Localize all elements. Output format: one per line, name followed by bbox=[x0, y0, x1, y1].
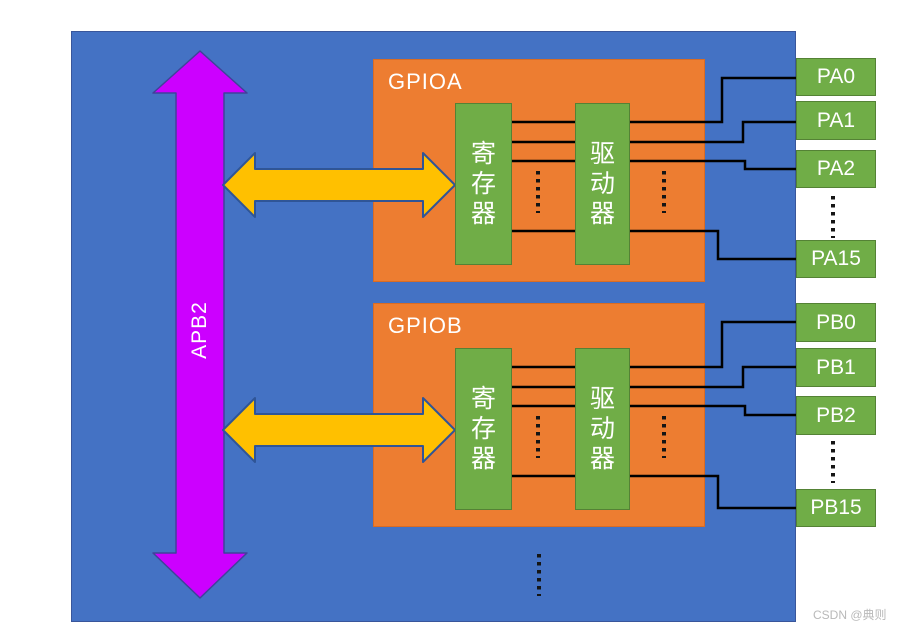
pin-label: PB1 bbox=[816, 355, 856, 379]
pin-label: PA0 bbox=[816, 65, 856, 88]
gpioa-driver-box: 驱动器 bbox=[575, 103, 630, 265]
gpiob-register-box: 寄存器 bbox=[455, 348, 512, 510]
ellipsis-icon bbox=[662, 171, 666, 213]
gpiob-driver-box: 驱动器 bbox=[575, 348, 630, 510]
pin-box-pa2: PA2 bbox=[796, 150, 876, 188]
pin-box-pa0: PA0 bbox=[796, 58, 876, 96]
pin-box-pa1: PA1 bbox=[796, 101, 876, 140]
pin-box-pb1: PB1 bbox=[796, 348, 876, 387]
ellipsis-icon bbox=[536, 416, 540, 458]
ellipsis-icon bbox=[537, 554, 541, 596]
pin-box-pb2: PB2 bbox=[796, 396, 876, 435]
apb2-bus-label: APB2 bbox=[188, 301, 211, 359]
watermark-text: CSDN @典则 bbox=[813, 608, 887, 622]
pin-label: PA2 bbox=[816, 157, 856, 180]
gpioa-register-label: 寄存器 bbox=[470, 140, 496, 228]
pin-box-pb15: PB15 bbox=[796, 489, 876, 527]
pin-label: PB0 bbox=[816, 310, 856, 334]
ellipsis-icon bbox=[662, 416, 666, 458]
gpiob-title: GPIOB bbox=[388, 313, 463, 338]
pin-box-pa15: PA15 bbox=[796, 240, 876, 278]
gpiob-block: GPIOB bbox=[373, 303, 705, 527]
pin-box-pb0: PB0 bbox=[796, 303, 876, 342]
pin-label: PA1 bbox=[816, 108, 856, 132]
pin-label: PB15 bbox=[810, 496, 862, 519]
pin-label: PA15 bbox=[811, 247, 861, 270]
ellipsis-icon bbox=[831, 441, 835, 483]
gpioa-title: GPIOA bbox=[388, 69, 463, 94]
ellipsis-icon bbox=[536, 171, 540, 213]
gpioa-register-box: 寄存器 bbox=[455, 103, 512, 265]
ellipsis-icon bbox=[831, 196, 835, 238]
gpiob-driver-label: 驱动器 bbox=[589, 385, 615, 473]
gpioa-driver-label: 驱动器 bbox=[589, 140, 615, 228]
pin-label: PB2 bbox=[816, 403, 856, 427]
gpiob-register-label: 寄存器 bbox=[470, 385, 496, 473]
